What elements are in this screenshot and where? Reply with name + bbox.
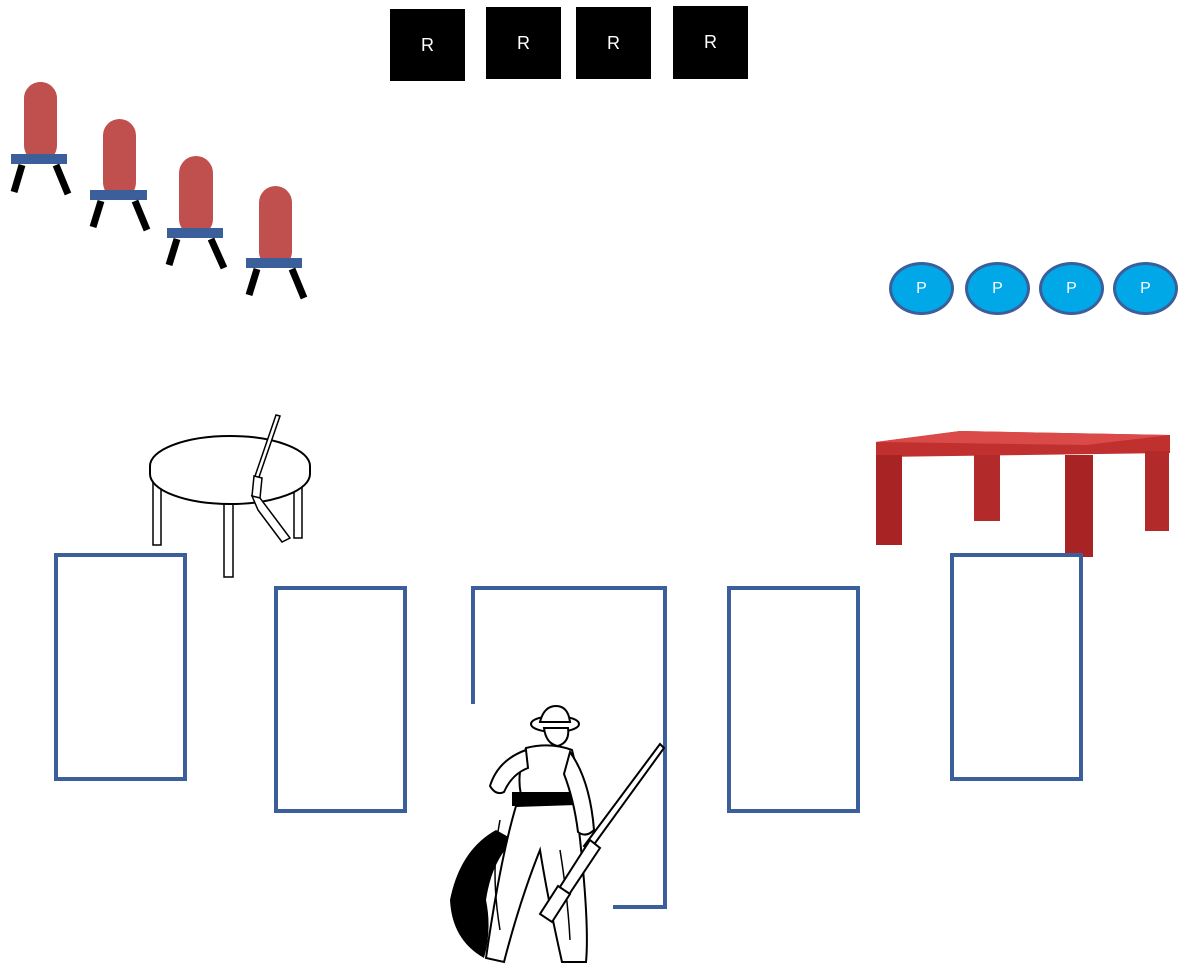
shooting-box-5	[950, 553, 1083, 781]
rifle-target-label: R	[517, 33, 530, 54]
rifle-target-label: R	[421, 35, 434, 56]
rifle-target-label: R	[704, 32, 717, 53]
pistol-target-label: P	[916, 280, 927, 298]
shooting-box-2	[274, 586, 407, 813]
pistol-target-label: P	[992, 280, 1003, 298]
rifle-target: R	[673, 6, 748, 79]
shooting-box-1	[54, 553, 187, 781]
knockdown-target-icon	[90, 119, 147, 230]
pistol-target: P	[1039, 262, 1104, 315]
pistol-target: P	[965, 262, 1030, 315]
pistol-target: P	[1113, 262, 1178, 315]
knockdown-target-icon	[246, 186, 304, 298]
rifle-target: R	[576, 7, 651, 79]
knockdown-targets	[0, 0, 330, 310]
pistol-target: P	[889, 262, 954, 315]
rifle-target: R	[486, 7, 561, 79]
rifle-target: R	[390, 9, 465, 81]
knockdown-target-icon	[11, 82, 68, 194]
rifle-target-label: R	[607, 33, 620, 54]
shooting-box-4	[727, 586, 860, 813]
cowboy-shooter-icon	[440, 700, 670, 966]
pistol-target-label: P	[1140, 280, 1151, 298]
pistol-target-label: P	[1066, 280, 1077, 298]
red-table-icon	[870, 425, 1175, 560]
knockdown-target-icon	[167, 156, 224, 268]
